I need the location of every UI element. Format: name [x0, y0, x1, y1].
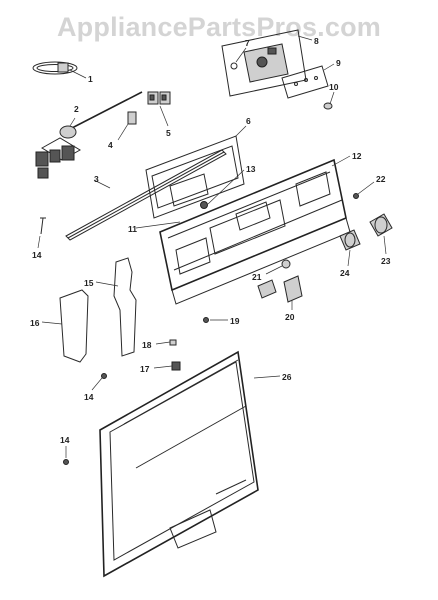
callout-1: 1: [88, 74, 93, 84]
callout-14-top: 14: [32, 250, 42, 260]
part-19-screw: [203, 317, 228, 323]
callout-11: 11: [128, 224, 137, 234]
part-5-switch-block: [147, 91, 171, 127]
callout-20: 20: [285, 312, 295, 322]
callout-16: 16: [30, 318, 40, 328]
part-14-screw-top: [37, 217, 46, 249]
part-14-screw-mid: [91, 373, 107, 391]
callout-7: 7: [245, 38, 250, 48]
callout-2: 2: [74, 104, 79, 114]
part-23-knob: [369, 213, 393, 255]
part-18-clip: [155, 339, 177, 346]
part-13-clip: [200, 169, 245, 209]
callout-10: 10: [329, 82, 339, 92]
part-22-screw: [353, 181, 375, 199]
callout-8: 8: [314, 36, 319, 46]
part-8-control-module: [221, 29, 313, 97]
part-15-bracket: [95, 257, 137, 357]
callout-22: 22: [376, 174, 386, 184]
part-6-frame: [145, 125, 247, 219]
callout-5: 5: [166, 128, 171, 138]
part-14-screw-bottom: [63, 446, 69, 465]
callout-13: 13: [246, 164, 256, 174]
callout-14-bottom: 14: [60, 435, 70, 445]
watermark-text: AppliancePartsPros.com: [56, 12, 381, 42]
callout-15: 15: [84, 278, 94, 288]
callout-4: 4: [108, 140, 113, 150]
part-21-knob: [265, 259, 291, 275]
callout-3: 3: [94, 174, 99, 184]
part-10-screw: [323, 91, 335, 110]
part-4-clip: [117, 111, 137, 141]
part-11-bracket: [135, 221, 181, 229]
part-17-latch: [153, 361, 181, 371]
part-26-door-panel: [99, 350, 281, 578]
callout-26: 26: [282, 372, 292, 382]
part-2-switch: [35, 91, 143, 179]
callout-14-mid: 14: [84, 392, 94, 402]
callout-24: 24: [340, 268, 350, 278]
part-3-trim-rail: [65, 149, 227, 241]
callout-18: 18: [142, 340, 152, 350]
callout-19: 19: [230, 316, 240, 326]
part-20-knob: [257, 275, 303, 310]
callout-12: 12: [352, 151, 362, 161]
callout-21: 21: [252, 272, 262, 282]
callout-9: 9: [336, 58, 341, 68]
part-12-control-panel: [159, 155, 351, 305]
callout-23: 23: [381, 256, 391, 266]
part-9-plate: [281, 63, 335, 99]
part-16-side-panel: [41, 289, 89, 363]
callout-6: 6: [246, 116, 251, 126]
part-24-knob: [339, 229, 361, 267]
part-1-cord: [32, 61, 87, 79]
callout-17: 17: [140, 364, 150, 374]
